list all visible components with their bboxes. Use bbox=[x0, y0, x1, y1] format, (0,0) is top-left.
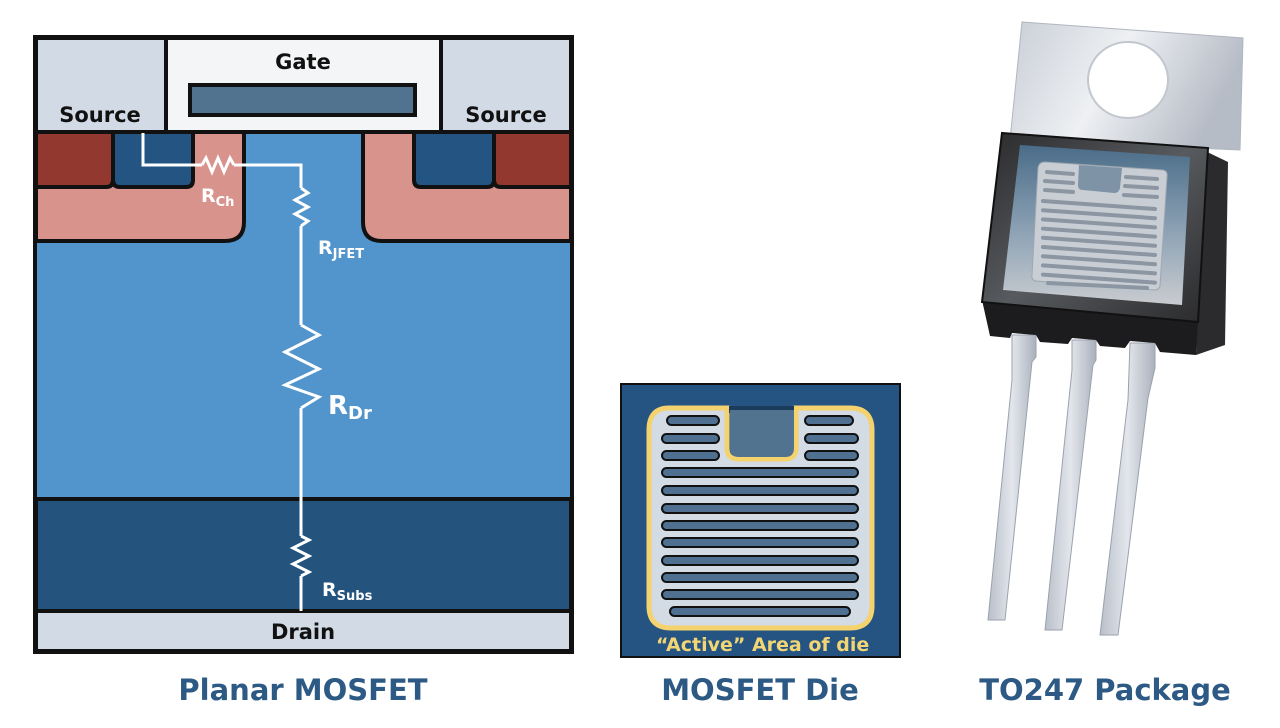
p-plus-right bbox=[492, 130, 573, 189]
package-die-finger bbox=[1041, 272, 1157, 285]
to247-package-illustration bbox=[980, 21, 1244, 636]
die-finger bbox=[661, 589, 859, 600]
die-source-fingers bbox=[661, 415, 859, 617]
resistor-rch-symbol bbox=[200, 154, 236, 176]
source-right-label: Source bbox=[465, 103, 547, 127]
package-die-finger bbox=[1041, 226, 1157, 239]
p-plus-left bbox=[34, 130, 115, 189]
package-die-finger bbox=[1122, 193, 1159, 199]
resistor-rsubs-symbol bbox=[289, 534, 313, 578]
die-finger bbox=[804, 450, 859, 461]
n-plus-left bbox=[111, 130, 195, 189]
package-leads bbox=[987, 334, 1156, 636]
package-die-finger bbox=[1041, 235, 1157, 248]
package-body-bottom bbox=[982, 300, 1198, 355]
package-die-finger bbox=[1043, 188, 1075, 194]
mosfet-outline bbox=[33, 35, 574, 654]
package-die-finger bbox=[1124, 175, 1159, 181]
die-finger bbox=[661, 537, 859, 548]
lead-3 bbox=[1099, 342, 1156, 636]
die-finger bbox=[661, 433, 720, 444]
caption-mosfet-die: MOSFET Die bbox=[661, 673, 859, 707]
label-rjfet: RJFET bbox=[318, 237, 364, 262]
package-die-finger bbox=[1041, 245, 1157, 257]
die-finger bbox=[661, 503, 859, 514]
die-finger bbox=[804, 415, 854, 426]
label-rdr: RDr bbox=[328, 391, 372, 424]
die-finger bbox=[661, 520, 859, 531]
package-die-finger bbox=[1041, 217, 1157, 230]
die-active-area-label: “Active” Area of die bbox=[656, 634, 869, 656]
gate-label: Gate bbox=[275, 50, 331, 74]
n-plus-right bbox=[412, 130, 496, 189]
drain-label: Drain bbox=[271, 620, 335, 644]
resistor-rdr-symbol bbox=[281, 323, 323, 410]
die-finger bbox=[661, 450, 720, 461]
caption-to247-package: TO247 Package bbox=[979, 673, 1231, 707]
package-die-finger bbox=[1041, 199, 1157, 211]
package-die-finger bbox=[1045, 170, 1075, 176]
die-finger bbox=[661, 572, 859, 583]
drain-contact bbox=[34, 609, 573, 653]
die-finger bbox=[661, 555, 859, 566]
package-die-fingers bbox=[1041, 170, 1159, 290]
package-die-gate-pad bbox=[1078, 165, 1122, 193]
resistor-network bbox=[141, 133, 323, 611]
package-die-finger bbox=[1041, 254, 1157, 267]
die-finger bbox=[804, 433, 859, 444]
label-rch: RCh bbox=[201, 185, 234, 210]
wire-rch-to-rjfet bbox=[234, 163, 303, 188]
package-die-finger bbox=[1041, 208, 1157, 221]
die-finger bbox=[661, 467, 859, 478]
resistor-rjfet-symbol bbox=[291, 186, 312, 228]
die-finger bbox=[669, 606, 851, 617]
package-die-finger bbox=[1043, 179, 1075, 185]
caption-planar-mosfet: Planar MOSFET bbox=[178, 673, 427, 707]
lead-2 bbox=[1044, 339, 1097, 631]
source-left-label: Source bbox=[59, 103, 141, 127]
gate-poly bbox=[188, 83, 417, 117]
die-gate-pad-fill bbox=[730, 410, 794, 457]
lead-1 bbox=[987, 334, 1037, 621]
label-rsubs: RSubs bbox=[322, 579, 373, 604]
package-die-finger bbox=[1046, 281, 1149, 290]
package-die-finger bbox=[1123, 184, 1159, 190]
package-die-finger bbox=[1041, 263, 1157, 276]
planar-mosfet-diagram: Gate Source Source Drain RCh RJFET RDr R… bbox=[33, 35, 574, 654]
wire-source-to-rch bbox=[141, 133, 202, 167]
die-gate-pad bbox=[729, 406, 794, 413]
n-substrate-region bbox=[34, 497, 573, 613]
mosfet-die-diagram: “Active” Area of die bbox=[620, 383, 901, 658]
die-finger bbox=[661, 485, 859, 496]
mounting-hole bbox=[1087, 41, 1169, 119]
die-finger bbox=[666, 415, 720, 426]
